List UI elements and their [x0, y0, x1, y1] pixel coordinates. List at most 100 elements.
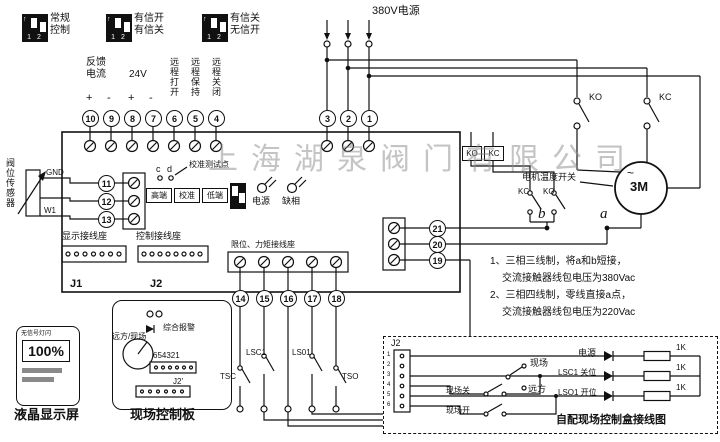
control-block-label: 控制接线座 — [136, 231, 182, 241]
test-point-d-label: d — [167, 164, 173, 174]
panel-pins-label: 654321 — [153, 351, 180, 360]
j1-connector — [61, 245, 127, 263]
kc-contact-label: KC — [659, 92, 672, 102]
terminal-5: 5 — [187, 110, 204, 127]
dip-pin-numbers: 1 2 — [111, 34, 127, 41]
relay-kc-coil: KC — [484, 146, 504, 161]
board-dip-switch — [230, 183, 246, 209]
selector-label: 远方/现场 — [112, 332, 147, 341]
cb-pin-2: 2 — [387, 362, 391, 368]
cb-resistor-1-label: 1K — [676, 343, 686, 352]
feedback-label-1: 反馈 — [86, 57, 106, 68]
terminal-18: 18 — [328, 290, 345, 307]
power-supply-label: 380V电源 — [372, 5, 420, 17]
note-line-4: 交流接触器线包电压为220Vac — [502, 307, 636, 318]
lcd-display: 无信号灯闪 100% — [16, 326, 80, 406]
terminal-4: 4 — [208, 110, 225, 127]
cb-resistor-3-label: 1K — [676, 383, 686, 392]
terminal-9: 9 — [103, 110, 120, 127]
temp-switch-label: 电机温度开关 — [522, 172, 577, 182]
point-a-label: a — [600, 206, 608, 222]
lcd-no-signal-text: 无信号灯闪 — [21, 331, 52, 337]
test-point-c-label: c — [156, 164, 161, 174]
feedback-label-2: 电流 — [86, 69, 106, 80]
test-point-d — [168, 175, 174, 181]
lcd-text-bar — [22, 368, 62, 373]
wiring — [17, 20, 701, 427]
dip-lever — [40, 22, 46, 32]
interlock-kc-label: KC — [518, 187, 530, 196]
dip-lever — [220, 22, 226, 32]
motor-label: 3M — [630, 179, 649, 194]
display-block-label: 显示接线座 — [62, 231, 108, 241]
dip-switch-normal-control: ↑ 1 2 — [22, 14, 48, 42]
cb-pin-3: 3 — [387, 372, 391, 378]
terminal-2: 2 — [340, 110, 357, 127]
dip-pin-numbers: 1 2 — [27, 34, 43, 41]
feedback-plus: + — [86, 92, 93, 104]
power-feed — [323, 20, 700, 110]
dip2-label-line2: 有信关 — [134, 25, 164, 36]
screw-terminals-right — [387, 221, 401, 267]
alarm-label: 综合报警 — [163, 323, 195, 332]
relay-ko-coil: KO — [462, 146, 482, 161]
cb-field-label: 现场 — [530, 358, 549, 368]
alarm-led-icon — [146, 325, 154, 333]
cb-remote-label: 远方 — [528, 384, 547, 394]
lso1-label: LS01 — [292, 348, 311, 357]
terminal-20: 20 — [429, 236, 446, 253]
kc-contact — [643, 68, 660, 163]
terminal-17: 17 — [304, 290, 321, 307]
panel-internals — [122, 310, 197, 398]
dip-switch-signal-close: ↑ 1 2 — [202, 14, 228, 42]
panel-caption: 现场控制板 — [130, 407, 196, 422]
dip-on-arrow-icon: ↑ — [107, 16, 111, 23]
dip-on-arrow-icon: ↑ — [203, 16, 207, 23]
cb-pin-1: 1 — [387, 352, 391, 358]
terminal-12: 12 — [98, 193, 115, 210]
valve-sensor-label: 阀位传感器 — [5, 158, 15, 208]
v24-label: 24V — [129, 69, 147, 80]
tso-label: TSO — [342, 372, 359, 381]
cb-resistor-2-label: 1K — [676, 363, 686, 372]
control-box-circuit — [393, 349, 701, 417]
limit-block-label: 限位、力矩接线座 — [231, 240, 295, 249]
test-point-c — [157, 175, 163, 181]
point-b-label: b — [538, 206, 546, 222]
main-board-outline — [61, 131, 461, 293]
terminal-16: 16 — [280, 290, 297, 307]
limit-switch-columns — [236, 306, 383, 427]
dip1-label-line2: 控制 — [50, 25, 70, 36]
remote-close-label: 远程关闭 — [211, 57, 221, 97]
dip-on-arrow-icon: ↑ — [23, 16, 27, 23]
terminal-11: 11 — [98, 175, 115, 192]
terminal-1: 1 — [361, 110, 378, 127]
terminal-6: 6 — [166, 110, 183, 127]
dip-lever — [124, 22, 130, 32]
dip3-label-line2: 无信开 — [230, 25, 260, 36]
terminal-19: 19 — [429, 252, 446, 269]
cb-pin-6: 6 — [387, 402, 391, 408]
dip2-label-line1: 有信开 — [134, 13, 164, 24]
low-end-box: 低端 — [202, 188, 228, 203]
terminal-7: 7 — [145, 110, 162, 127]
cb-close-row-label: LSC1 关位 — [558, 368, 597, 377]
v24-minus: - — [149, 92, 153, 104]
potentiometer-symbol — [17, 169, 98, 220]
terminal-13: 13 — [98, 211, 115, 228]
dip-switch-signal-open: ↑ 1 2 — [106, 14, 132, 42]
dip-pin-numbers: 1 2 — [207, 34, 223, 41]
remote-hold-label: 远程保持 — [190, 57, 200, 97]
field-control-panel — [112, 300, 232, 410]
phase-led-label: 缺相 — [282, 196, 301, 206]
dip-lever — [239, 193, 245, 203]
dip3-label-line1: 有信关 — [230, 13, 260, 24]
remote-open-label: 远程打开 — [169, 57, 179, 97]
note-line-3: 2、三相四线制，零线直接a点， — [490, 290, 632, 301]
led-power-icon — [256, 176, 277, 194]
note-line-1: 1、三相三线制，将a和b短接， — [490, 256, 627, 267]
tsc-label: TSC — [220, 372, 236, 381]
cb-caption: 自配现场控制盒接线图 — [556, 414, 666, 426]
